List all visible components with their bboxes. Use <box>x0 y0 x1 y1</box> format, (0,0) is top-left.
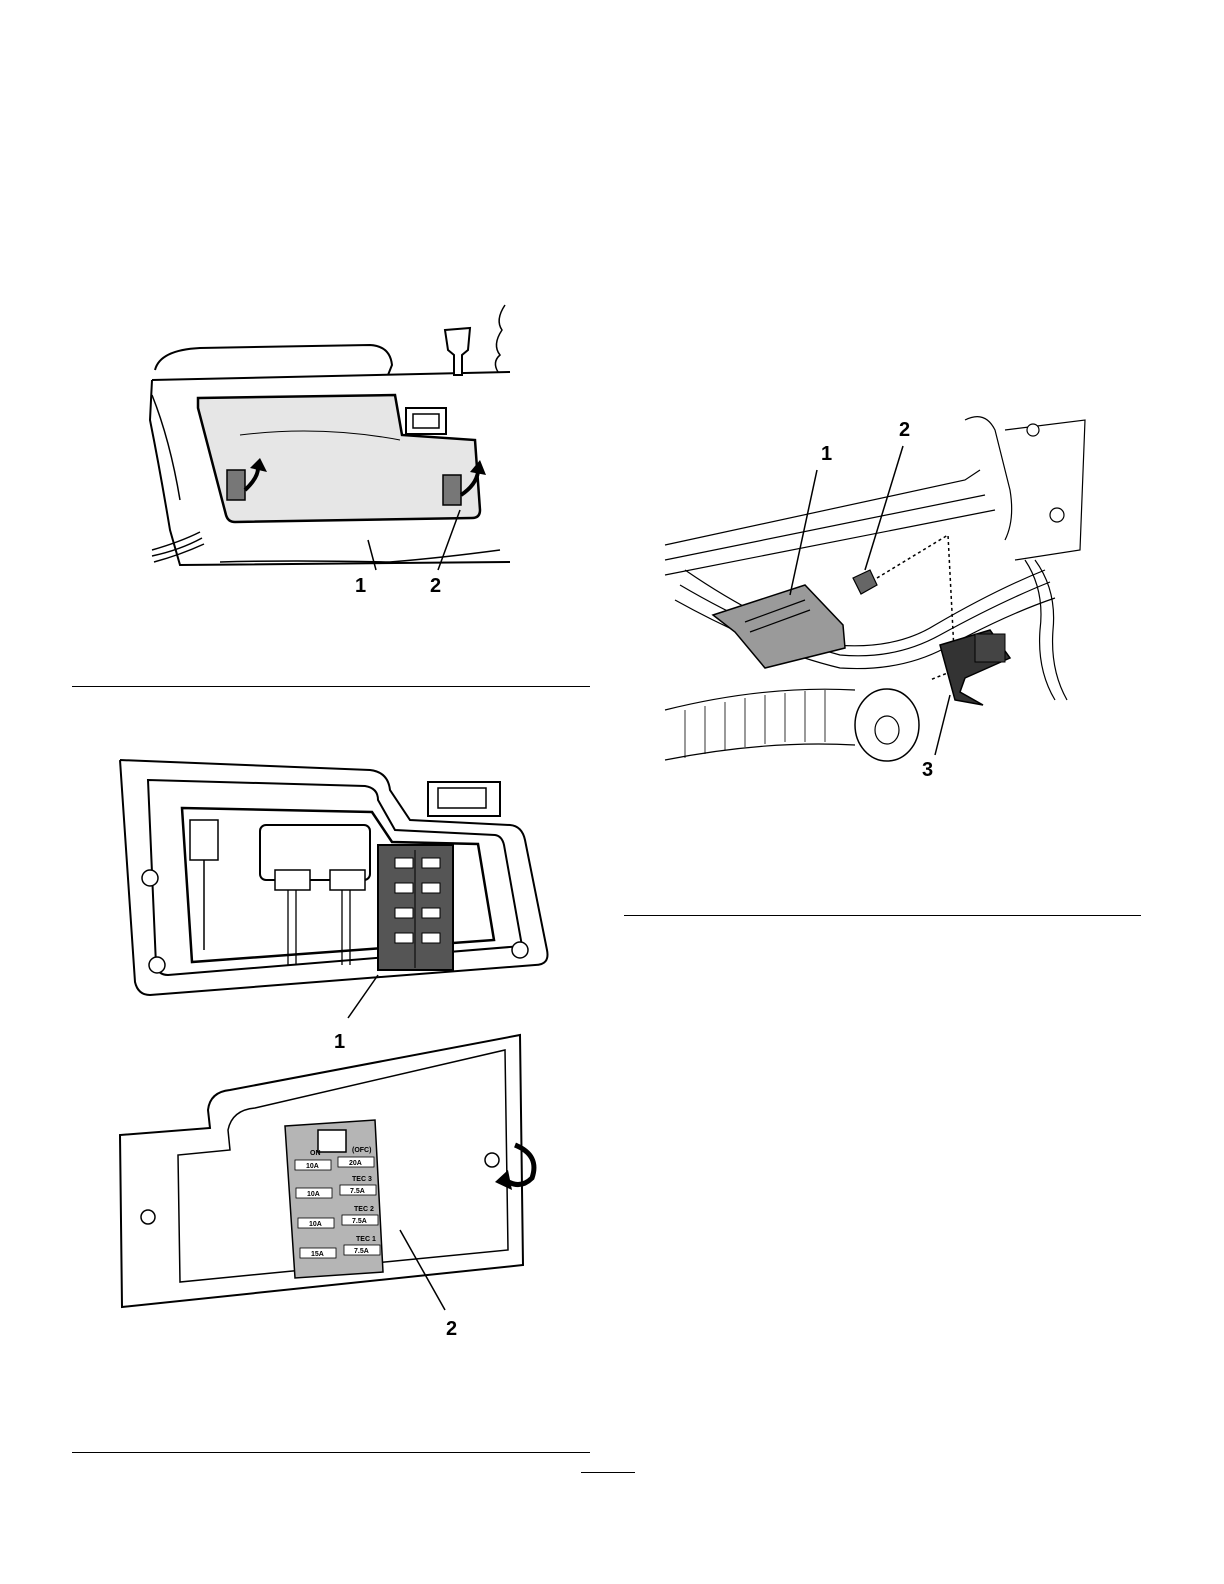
console-cover-illustration: 1 2 <box>140 300 600 600</box>
svg-text:15A: 15A <box>311 1251 324 1258</box>
section-divider <box>72 1452 590 1453</box>
callout-2: 2 <box>446 1318 457 1340</box>
callout-2: 2 <box>430 575 441 597</box>
svg-text:7.5A: 7.5A <box>354 1248 369 1255</box>
figure-fuse-block: 1 ON (OFC) 10A 20A TEC 3 10A 7.5A <box>110 750 560 1350</box>
svg-text:TEC 3: TEC 3 <box>352 1176 372 1183</box>
svg-text:10A: 10A <box>309 1221 322 1228</box>
svg-text:7.5A: 7.5A <box>352 1218 367 1225</box>
callout-2: 2 <box>899 419 910 441</box>
section-divider <box>624 915 1141 916</box>
callout-1: 1 <box>355 575 366 597</box>
latch-tab-left <box>227 470 245 500</box>
svg-text:ON: ON <box>310 1150 321 1157</box>
section-divider <box>72 686 590 687</box>
svg-text:20A: 20A <box>349 1160 362 1167</box>
svg-text:10A: 10A <box>307 1191 320 1198</box>
connector-illustration: 1 2 3 <box>665 410 1095 780</box>
latch-tab-right <box>443 475 461 505</box>
callout-1: 1 <box>821 443 832 465</box>
harness-connector <box>713 585 845 668</box>
figure-console-cover: 1 2 <box>140 300 600 600</box>
callout-1: 1 <box>334 1031 345 1053</box>
svg-text:7.5A: 7.5A <box>350 1188 365 1195</box>
svg-text:10A: 10A <box>306 1163 319 1170</box>
figure-connector: 1 2 3 <box>665 410 1095 780</box>
svg-text:(OFC): (OFC) <box>352 1147 371 1154</box>
page-number-rule <box>581 1472 635 1473</box>
svg-text:TEC 2: TEC 2 <box>354 1206 374 1213</box>
fuse-block-illustration: 1 ON (OFC) 10A 20A TEC 3 10A 7.5A <box>110 750 560 1350</box>
jumper-plug <box>853 570 877 594</box>
callout-3: 3 <box>922 759 933 781</box>
svg-text:TEC 1: TEC 1 <box>356 1236 376 1243</box>
